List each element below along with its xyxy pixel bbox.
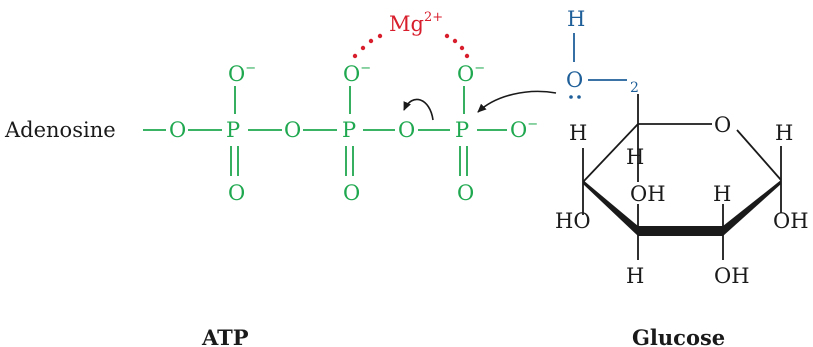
hydroxyl-h: H: [567, 7, 585, 31]
p-beta: P: [342, 118, 356, 142]
h-c3: H: [626, 264, 644, 288]
o-bridge-1: O: [169, 118, 186, 142]
curved-arrow-beta: [403, 98, 434, 121]
oh-c2: OH: [714, 264, 750, 288]
oh-c3: OH: [630, 182, 666, 206]
lone-pair-dot-1: [569, 95, 573, 99]
bond-ring-o-c1: [736, 129, 782, 181]
p-alpha: P: [226, 118, 240, 142]
hydroxyl-o: O: [566, 68, 583, 92]
o-terminal: O−: [510, 117, 538, 142]
o-top-gamma: O−: [457, 61, 485, 86]
h-c2: H: [713, 182, 731, 206]
o-top-beta: O−: [343, 61, 371, 86]
glucose-hydroxyl: H O 2: [566, 7, 639, 99]
ho-c4: HO: [555, 209, 591, 233]
oh-c1: OH: [773, 209, 809, 233]
coordination-dots-left: [352, 33, 383, 59]
o-bridge-3: O: [398, 118, 415, 142]
adenosine-label: Adenosine: [4, 118, 116, 142]
h-c1: H: [775, 121, 793, 145]
lone-pair-dot-2: [577, 95, 581, 99]
p-gamma: P: [455, 118, 469, 142]
curved-arrow-attack: [477, 90, 557, 113]
o-bottom-gamma: O: [457, 181, 474, 205]
h-c4: H: [569, 121, 587, 145]
magnesium-ion: Mg2+: [352, 10, 470, 59]
ring-oxygen: O: [714, 113, 731, 137]
wedge-c2-c1: [723, 180, 781, 236]
o-bridge-2: O: [284, 118, 301, 142]
glucose-caption: Glucose: [632, 325, 725, 347]
o-bottom-beta: O: [343, 181, 360, 205]
wedge-c4-c3: [583, 180, 638, 236]
coordination-dots-right: [444, 33, 470, 59]
mg-label: Mg2+: [389, 10, 443, 36]
reaction-arrows: [403, 90, 557, 121]
o-top-alpha: O−: [228, 61, 256, 86]
h-c5: H: [626, 145, 644, 169]
atp-caption: ATP: [201, 325, 249, 347]
glucose-molecule: O H HO H H OH OH H H OH: [555, 94, 809, 288]
ch2-label: 2: [630, 80, 639, 96]
bond-c5-c4: [582, 123, 639, 183]
o-bottom-alpha: O: [228, 181, 245, 205]
bold-bond-c3-c2: [638, 226, 723, 236]
atp-molecule: Adenosine O O O P P P O− O− O− O−: [4, 61, 538, 205]
